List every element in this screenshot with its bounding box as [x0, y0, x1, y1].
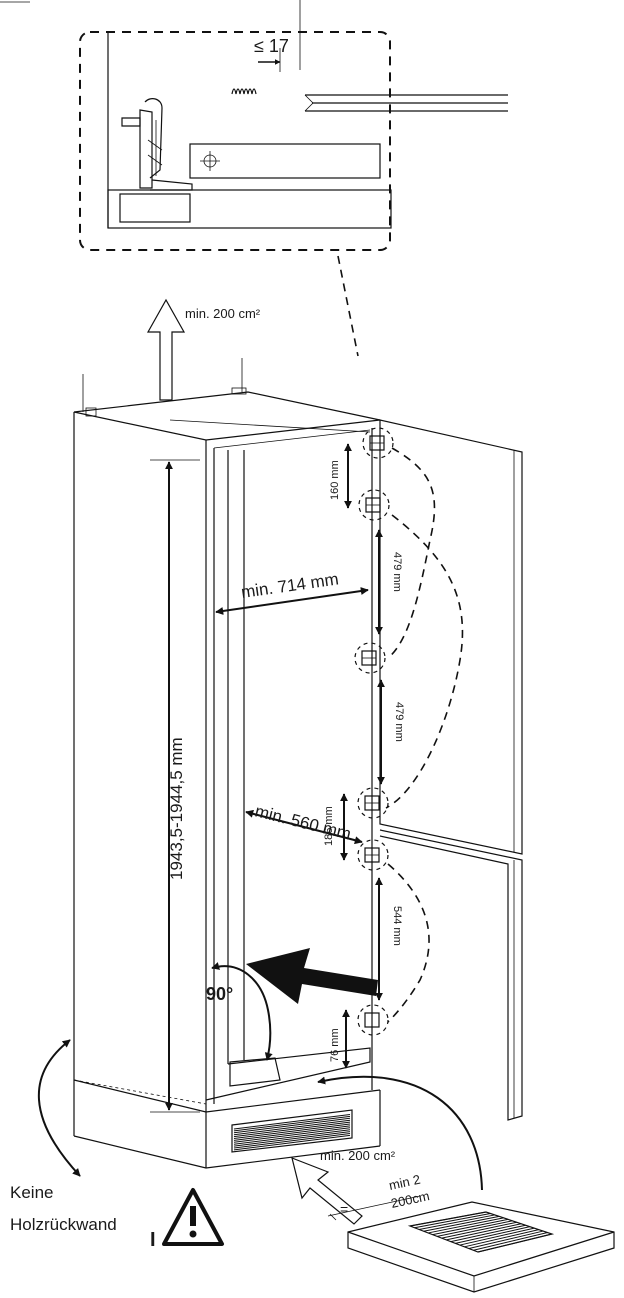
plate-slot [464, 1229, 539, 1248]
grille-slot [233, 1131, 351, 1147]
hinge-3 [354, 642, 386, 674]
warning-block: Keine Holzrückwand I [10, 1183, 224, 1251]
grille-slot [233, 1125, 351, 1141]
dimension-lines: 1943,5-1944,5 mm min. 714 mm min. 560 mm… [150, 443, 405, 1113]
top-vent-arrow: min. 200 cm² [146, 298, 261, 401]
back-wall-arrow [38, 1039, 81, 1177]
hinge-link-upper [387, 447, 436, 659]
angle-label: 90° [206, 984, 233, 1004]
warning-line1: Keine [10, 1183, 53, 1202]
hinge-link-lower [387, 863, 430, 1023]
plate-slot [441, 1221, 517, 1239]
plate-slot [459, 1227, 535, 1246]
spacing-160: 160 mm [329, 460, 341, 500]
spacing-544: 544 mm [391, 906, 403, 946]
plate-slot [455, 1226, 531, 1244]
grille-slot [233, 1129, 351, 1145]
warning-line2: Holzrückwand [10, 1215, 117, 1234]
hinge-5 [357, 839, 389, 871]
grille-slot [233, 1133, 351, 1149]
spacing-186: 186 mm [323, 806, 335, 846]
plate-slot [409, 1211, 487, 1227]
hinge-1 [362, 427, 394, 459]
height-label: 1943,5-1944,5 mm [167, 737, 186, 880]
warning-triangle-icon [162, 1188, 224, 1246]
spacing-76: 76 mm [329, 1028, 341, 1062]
grille-slot [233, 1114, 351, 1130]
grille-slot [233, 1119, 351, 1136]
grille-marker: = [340, 1201, 348, 1217]
appliance-door [379, 419, 523, 1121]
spacing-479-a: 479 mm [391, 552, 403, 592]
push-direction-arrow [246, 948, 378, 1004]
hinge-4 [357, 787, 389, 819]
plate-slot [477, 1233, 553, 1253]
plate-slot [418, 1214, 495, 1230]
bottom-vent-label: min. 200 cm² [320, 1148, 396, 1163]
bottom-vent: min. 200 cm² [291, 1075, 483, 1225]
top-vent-label: min. 200 cm² [185, 306, 261, 321]
plate-slot [450, 1224, 526, 1243]
plate-slot [423, 1215, 500, 1232]
spacing-479-b: 479 mm [393, 702, 405, 742]
warning-marker: I [150, 1229, 156, 1251]
hinge-2 [358, 489, 390, 521]
plate-slot [446, 1223, 522, 1241]
plinth-grille [231, 1109, 353, 1153]
gap-label: ≤ 17 [254, 36, 289, 56]
grille-slot [233, 1134, 351, 1151]
detail-leader-line [337, 255, 359, 357]
hinge-detail-box: ≤ 17 [0, 0, 508, 251]
hinge-points [354, 427, 394, 1036]
hinge-6 [357, 1004, 389, 1036]
cabinet [73, 358, 381, 1169]
plate-slot [473, 1232, 548, 1251]
grille-slot [233, 1121, 351, 1138]
vent-grille-plate: = min 2 200cm [327, 1172, 615, 1293]
plate-slot [432, 1218, 509, 1236]
plate-slot [437, 1220, 513, 1237]
grille-slot [233, 1127, 351, 1143]
grille-slot [233, 1117, 351, 1134]
hinge-link-outer [385, 514, 464, 809]
grille-slot [233, 1123, 351, 1139]
opening-angle: 90° [206, 962, 273, 1061]
grille-slot [233, 1115, 351, 1132]
plate-slot [428, 1217, 504, 1234]
grille-line1: min 2 [388, 1172, 422, 1193]
width-lower-label: min. 560 mm [253, 801, 353, 843]
plate-slot [414, 1212, 491, 1229]
plate-slot [468, 1230, 544, 1250]
